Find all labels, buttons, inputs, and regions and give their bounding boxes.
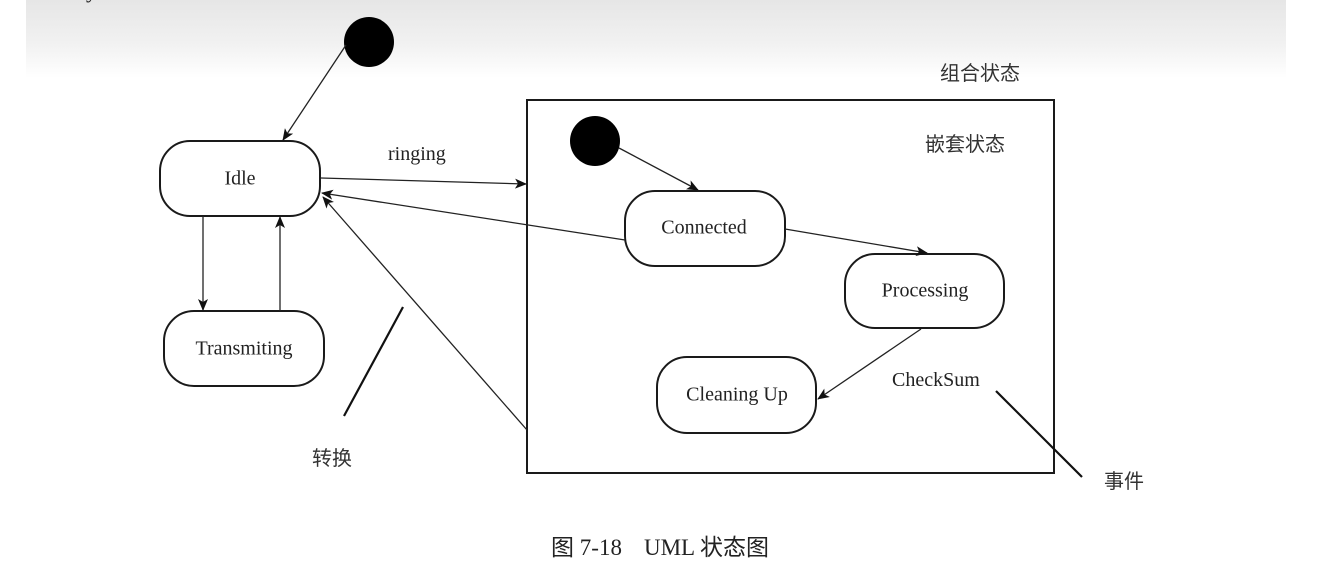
transition-connected-to-idle xyxy=(321,189,626,241)
state-connected-box xyxy=(624,190,786,267)
figure-caption: 图 7-18 UML 状态图 xyxy=(0,528,1320,562)
annotation-line-transition xyxy=(343,306,404,417)
transition-idle-to-composite xyxy=(320,177,527,189)
figure-caption-number: 图 7-18 xyxy=(551,535,622,560)
state-processing-label: Processing xyxy=(882,280,969,302)
outer-initial-state-icon xyxy=(344,17,394,67)
state-transmiting: Transmiting xyxy=(163,310,325,387)
state-transmiting-label: Transmiting xyxy=(195,338,292,360)
transition-composite-to-idle xyxy=(322,196,528,431)
state-cleaning-up: Cleaning Up xyxy=(656,356,817,434)
figure-caption-title: UML 状态图 xyxy=(643,535,769,560)
state-transmiting-box xyxy=(163,310,325,387)
annotation-transition: 转换 xyxy=(312,446,352,470)
transition-initial-to-idle xyxy=(282,44,347,141)
transition-label-checksum: CheckSum xyxy=(892,369,980,391)
inner-initial-state-icon xyxy=(570,116,620,166)
annotation-nested-state: 嵌套状态 xyxy=(925,132,1005,156)
annotation-line-event xyxy=(995,390,1083,478)
state-processing: Processing xyxy=(844,253,1005,329)
composite-state-frame xyxy=(526,99,1055,474)
annotation-event: 事件 xyxy=(1104,469,1144,493)
state-connected-label: Connected xyxy=(661,217,747,239)
state-connected: Connected xyxy=(624,190,786,267)
transition-connected-to-processing xyxy=(784,228,928,257)
state-idle: Idle xyxy=(159,140,321,217)
top-gray-band xyxy=(26,0,1286,78)
annotation-composite-state: 组合状态 xyxy=(940,61,1020,85)
transition-inner-initial-to-connected xyxy=(618,147,699,191)
transition-label-ringing: ringing xyxy=(388,143,446,165)
state-cleaning-up-box xyxy=(656,356,817,434)
transition-processing-to-cleaning-up xyxy=(817,328,922,400)
cut-off-text-fragment: y xyxy=(86,0,97,4)
state-cleaning-up-label: Cleaning Up xyxy=(686,384,788,406)
state-idle-label: Idle xyxy=(224,168,255,190)
state-idle-box xyxy=(159,140,321,217)
